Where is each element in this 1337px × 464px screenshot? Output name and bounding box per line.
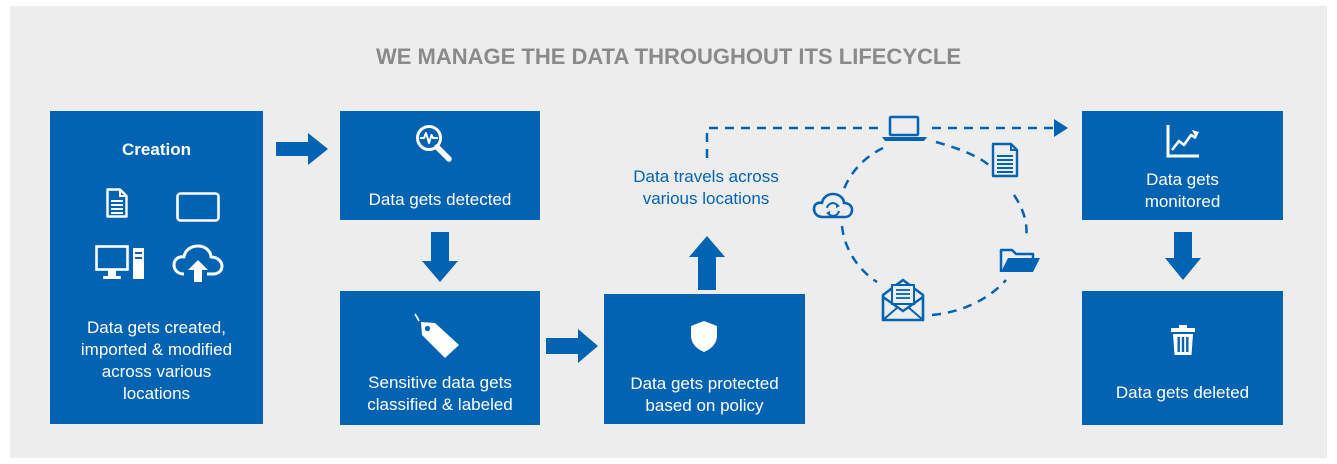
laptop-icon bbox=[882, 115, 927, 141]
folder-icon bbox=[999, 248, 1040, 272]
dashed-route-vertical bbox=[705, 126, 880, 158]
dashed-circle-right-top bbox=[935, 140, 995, 171]
dashed-circle-bottom bbox=[931, 279, 1007, 317]
deleted-text: Data gets deleted bbox=[1115, 383, 1250, 402]
monitored-text: Data gets monitored bbox=[1144, 170, 1221, 211]
arrow-up-1 bbox=[689, 236, 725, 290]
line-chart-icon bbox=[1166, 125, 1199, 158]
trash-icon bbox=[1171, 325, 1195, 355]
cloud-sync-icon bbox=[812, 192, 854, 219]
arrow-right-2 bbox=[546, 329, 598, 363]
monitored-box: Data gets monitored bbox=[1082, 111, 1283, 220]
arrow-right-1 bbox=[276, 133, 328, 165]
arrow-down-2 bbox=[1165, 232, 1201, 280]
shield-icon bbox=[691, 321, 717, 352]
dashed-circle-right-mid bbox=[1012, 194, 1028, 239]
envelope-icon bbox=[881, 278, 925, 322]
dashed-arrowhead bbox=[1054, 119, 1068, 137]
creation-heading: Creation bbox=[122, 140, 191, 159]
tag-icon bbox=[414, 313, 459, 358]
dashed-circle-left-bottom bbox=[840, 225, 878, 284]
magnifier-pulse-icon bbox=[416, 125, 452, 162]
detected-box: Data gets detected bbox=[340, 111, 540, 220]
creation-box: Creation Data gets created, imported & m… bbox=[50, 111, 263, 424]
detected-text: Data gets detected bbox=[368, 190, 512, 209]
protected-box: Data gets protected based on policy bbox=[604, 294, 805, 424]
document-icon bbox=[106, 188, 128, 218]
page-title: WE MANAGE THE DATA THROUGHOUT ITS LIFECY… bbox=[375, 44, 961, 69]
document-icon bbox=[991, 142, 1019, 178]
protected-text: Data gets protected based on policy bbox=[630, 374, 779, 415]
travels-text: Data travels across various locations bbox=[633, 167, 779, 208]
creation-text: Data gets created, imported & modified a… bbox=[80, 318, 233, 403]
dashed-circle-left-top bbox=[841, 146, 884, 193]
deleted-box: Data gets deleted bbox=[1082, 291, 1283, 425]
classified-text: Sensitive data gets classified & labeled bbox=[367, 373, 513, 414]
arrow-down-1 bbox=[422, 232, 458, 282]
tablet-icon bbox=[176, 192, 220, 222]
cloud-upload-icon bbox=[172, 244, 224, 282]
classified-box: Sensitive data gets classified & labeled bbox=[340, 291, 540, 425]
desktop-icon bbox=[95, 245, 144, 279]
